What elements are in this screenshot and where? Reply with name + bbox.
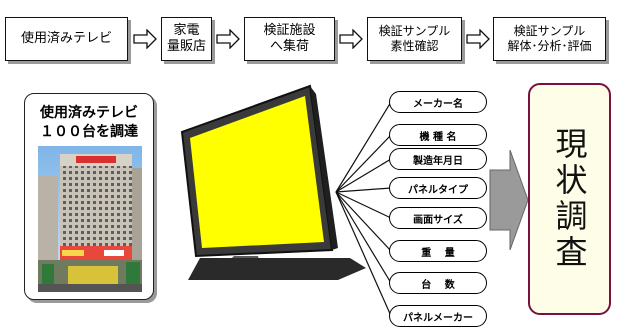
- flow-arrow-icon: [339, 29, 363, 49]
- flow-step-4: 検証サンプル 素性確認: [367, 17, 462, 61]
- procurement-title-line1: 使用済みテレビ: [40, 105, 138, 121]
- item-quantity: 台 数: [389, 272, 487, 294]
- flow-arrow-icon: [133, 29, 157, 49]
- item-weight: 重 量: [389, 240, 487, 262]
- flow-step-3: 検証施設 へ集荷: [244, 17, 335, 61]
- store-building-photo: [38, 146, 142, 292]
- connector-lines: [335, 101, 392, 317]
- result-label: 現状調査: [550, 127, 589, 271]
- tv-side: [310, 86, 338, 250]
- flow-arrow-icon: [466, 29, 490, 49]
- flow-step-1: 使用済みテレビ: [5, 17, 128, 61]
- item-maker: メーカー名: [389, 91, 487, 113]
- big-arrow-icon: [489, 150, 529, 250]
- procurement-title-line2: １００台を調達: [40, 124, 138, 140]
- result-box: 現状調査: [528, 83, 611, 315]
- tv-screen: [190, 96, 324, 248]
- item-screen-size: 画面サイズ: [389, 207, 487, 229]
- item-panel-maker: パネルメーカー: [389, 305, 487, 327]
- flow-step-2: 家電 量販店: [161, 17, 212, 61]
- tv-illustration: [180, 84, 392, 317]
- item-model: 機 種 名: [389, 124, 487, 146]
- item-manufacture-date: 製造年月日: [389, 148, 487, 170]
- flow-step-5: 検証サンプル 解体･分析･評価: [493, 17, 606, 61]
- tv-stand-base: [188, 258, 366, 280]
- flow-arrow-icon: [216, 29, 240, 49]
- procurement-card: 使用済みテレビ １００台を調達: [24, 93, 154, 300]
- item-panel-type: パネルタイプ: [389, 177, 487, 199]
